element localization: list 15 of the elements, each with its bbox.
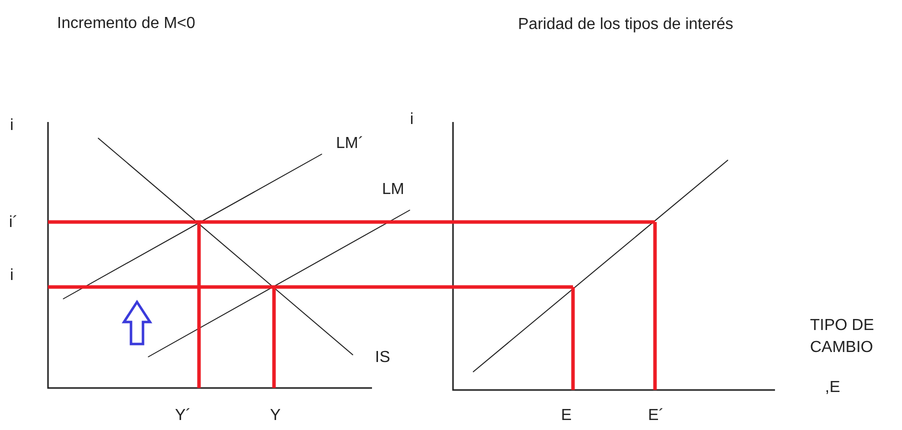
curve-label: LM´: [336, 134, 364, 154]
panel-title: Incremento de M<0: [57, 14, 196, 34]
curve-label: IS: [375, 348, 390, 368]
panel-title: Paridad de los tipos de interés: [518, 15, 734, 35]
axis-label: Y: [270, 406, 281, 426]
axis-label: i: [410, 110, 414, 130]
axis-label: TIPO DE CAMBIO: [810, 316, 876, 358]
curve-label: LM: [382, 180, 404, 200]
axis-label: E´: [648, 406, 664, 426]
axis-label: Y´: [175, 406, 191, 426]
axis-label: ,E: [825, 378, 840, 398]
axis-label: i: [10, 266, 14, 286]
axis-label: i: [10, 116, 14, 136]
axis-label: i´: [9, 213, 18, 233]
axis-label: E: [561, 406, 572, 426]
